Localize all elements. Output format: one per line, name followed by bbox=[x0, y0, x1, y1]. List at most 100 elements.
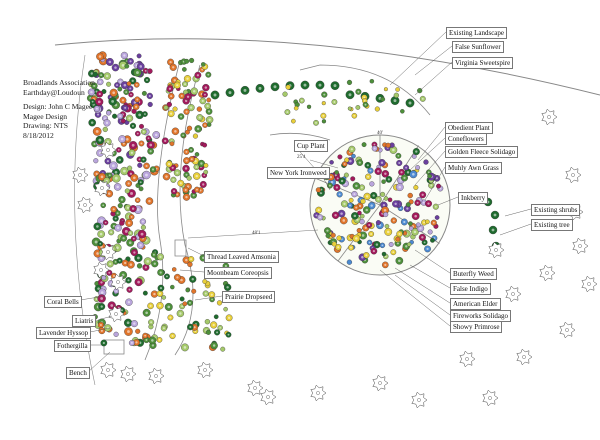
plant-symbol bbox=[412, 148, 420, 156]
plant-symbol bbox=[360, 198, 366, 205]
plant-symbol bbox=[96, 52, 104, 61]
plant-symbol bbox=[351, 190, 358, 198]
plant-symbol bbox=[109, 88, 118, 97]
plant-symbol bbox=[210, 321, 218, 329]
plant-symbol bbox=[93, 158, 99, 164]
plant-symbol bbox=[137, 162, 143, 168]
plant-symbol bbox=[142, 170, 151, 180]
label-leaders bbox=[73, 31, 532, 373]
plant-symbol bbox=[128, 214, 135, 220]
plant-symbol bbox=[206, 122, 212, 127]
plant-symbol bbox=[178, 92, 185, 100]
plant-symbol bbox=[205, 71, 212, 78]
plant-symbol bbox=[130, 320, 138, 328]
plant-symbol bbox=[196, 106, 203, 112]
plant-symbol bbox=[202, 142, 208, 148]
leader-line bbox=[409, 137, 446, 171]
plant-symbol bbox=[201, 62, 206, 67]
plant-symbol bbox=[93, 105, 100, 112]
leader-line bbox=[414, 45, 453, 76]
plant-symbol bbox=[415, 165, 421, 170]
plant-symbol bbox=[137, 179, 144, 186]
plant-symbol bbox=[406, 242, 412, 247]
plant-symbol bbox=[150, 290, 159, 298]
leader-line bbox=[417, 126, 446, 161]
plant-symbol bbox=[88, 118, 96, 127]
plant-symbol bbox=[393, 92, 399, 98]
plant-symbol bbox=[176, 309, 185, 318]
plant-symbol bbox=[114, 224, 122, 232]
dimension-line-span bbox=[187, 229, 319, 239]
plant-symbol bbox=[142, 111, 148, 117]
plant-symbol bbox=[95, 135, 105, 145]
plant-symbol bbox=[112, 113, 118, 119]
plant-symbol bbox=[321, 91, 328, 98]
plant-symbol bbox=[143, 76, 151, 84]
dimension-span: 48'1 bbox=[252, 231, 261, 236]
plant-symbol bbox=[336, 235, 342, 241]
plant-symbol bbox=[152, 131, 161, 139]
plant-symbol bbox=[315, 187, 322, 193]
label-existing-landscape: Existing Landscape bbox=[446, 27, 508, 39]
existing-tree-symbol bbox=[459, 350, 476, 368]
plant-symbol bbox=[160, 325, 167, 332]
plant-symbol bbox=[352, 234, 361, 243]
plant-symbol bbox=[117, 86, 123, 92]
existing-tree-symbol bbox=[565, 166, 582, 184]
leader-line bbox=[187, 247, 205, 257]
plant-symbol bbox=[350, 176, 356, 182]
plant-symbol bbox=[284, 109, 291, 115]
plant-symbol bbox=[401, 174, 408, 182]
plant-symbol bbox=[157, 269, 165, 276]
plant-symbol bbox=[145, 197, 154, 205]
plant-symbol bbox=[103, 119, 111, 127]
plant-symbol bbox=[134, 253, 143, 263]
plant-symbol bbox=[117, 113, 124, 120]
plant-symbol bbox=[127, 58, 134, 65]
plant-symbol bbox=[184, 58, 190, 64]
plant-symbol bbox=[146, 140, 155, 150]
plant-symbol bbox=[329, 160, 334, 165]
plant-symbol bbox=[184, 93, 192, 101]
plant-symbol bbox=[106, 110, 112, 116]
plant-symbol bbox=[169, 332, 176, 340]
plant-symbol bbox=[126, 286, 133, 293]
plant-symbol bbox=[179, 296, 185, 302]
plant-symbol bbox=[330, 232, 336, 238]
plant-symbol bbox=[170, 188, 178, 195]
existing-tree-symbol bbox=[488, 241, 505, 259]
leader-line bbox=[414, 61, 453, 96]
plant-symbol bbox=[96, 149, 104, 157]
existing-tree-symbol bbox=[72, 166, 89, 184]
plant-symbol bbox=[130, 173, 139, 182]
plant-symbol bbox=[111, 63, 120, 72]
plant-symbol bbox=[125, 180, 133, 187]
plant-symbol bbox=[205, 329, 212, 335]
plant-symbol bbox=[164, 273, 170, 280]
label-butterfly-weed: Buterfly Weed bbox=[450, 268, 497, 280]
plant-symbol bbox=[378, 159, 386, 167]
plant-symbol bbox=[126, 81, 132, 87]
plant-symbol bbox=[206, 97, 212, 103]
plant-symbol bbox=[414, 199, 421, 206]
plant-symbol bbox=[95, 97, 104, 106]
sweetspire-symbol bbox=[405, 98, 415, 108]
plant-symbol bbox=[128, 141, 138, 150]
plant-symbol bbox=[430, 237, 435, 243]
plant-symbol bbox=[380, 191, 386, 197]
sweetspire-symbol bbox=[270, 82, 280, 92]
plant-symbol bbox=[164, 302, 173, 311]
plant-symbol bbox=[313, 119, 319, 126]
title-block: Broadlands Association Earthday@Loudoun … bbox=[23, 78, 95, 141]
plant-symbol bbox=[140, 156, 147, 163]
plant-symbol bbox=[182, 256, 191, 264]
plant-symbol bbox=[347, 202, 353, 209]
plant-symbol bbox=[183, 75, 192, 83]
plant-symbol bbox=[418, 233, 426, 241]
plant-symbol bbox=[425, 219, 430, 225]
bed-marker bbox=[174, 239, 187, 257]
plant-symbol bbox=[223, 306, 228, 312]
plant-symbol bbox=[385, 142, 391, 148]
plant-symbol bbox=[143, 257, 152, 266]
sweetspire-symbol bbox=[315, 80, 325, 90]
